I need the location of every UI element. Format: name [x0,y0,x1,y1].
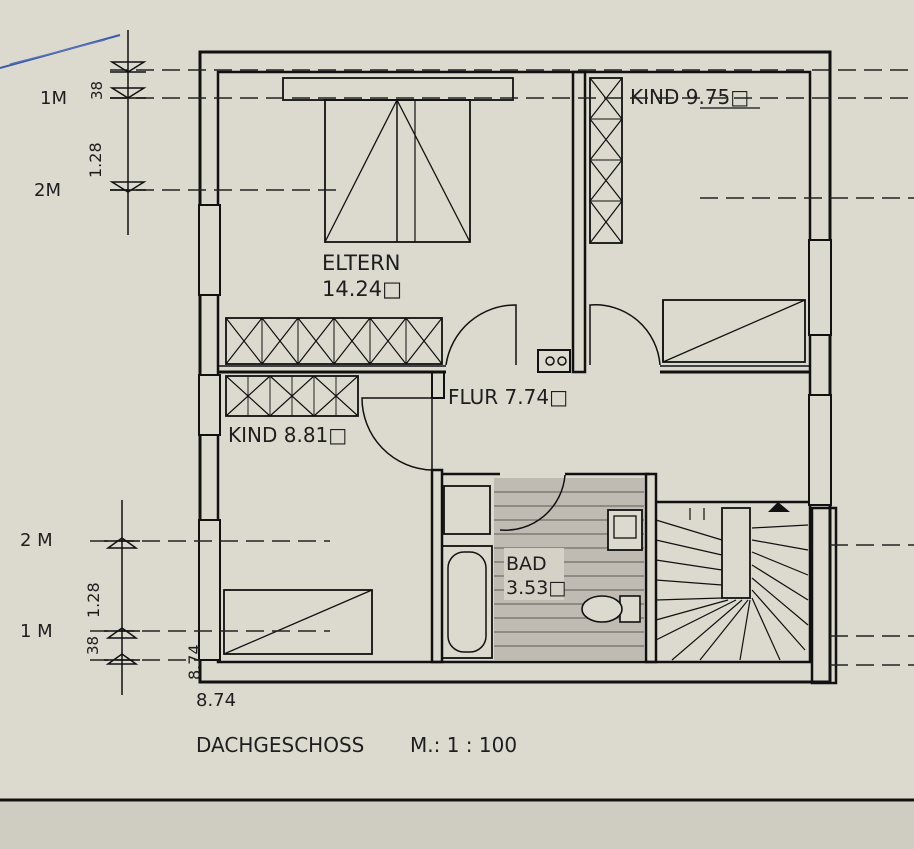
paper-lower [0,802,914,849]
bad-area: 3.53□ [506,577,566,599]
dim-right-874: 8.74 [185,644,204,680]
eltern-room: ELTERN 14.24□ [225,77,514,365]
kind-room-2: KIND 8.81□ [223,375,373,655]
tile-lines [494,491,644,647]
interior-walls [218,70,810,664]
double-bed-icon [324,99,471,243]
door-swing-icon [445,304,517,366]
wardrobe-icon [225,317,443,365]
pen-mark [9,39,106,65]
dim-bottom-2m: 2 M [20,530,53,551]
dimension-bottom [104,500,140,695]
eltern-label: ELTERN [322,251,400,275]
dim-top-128: 1.28 [86,142,105,178]
kind-room-1: KIND 9.75□ [589,77,806,363]
dimension-top [109,30,147,235]
outer-walls [198,50,838,685]
bed-icon [223,589,373,655]
dim-top-2m: 2M [34,180,61,201]
kind-2-label: KIND 8.81□ [228,423,347,447]
bad-label: BAD [506,553,547,575]
dim-bottom-128: 1.28 [84,582,103,618]
label-bg [504,548,564,600]
sink-icon [607,509,643,551]
arrow-up-icon [768,502,790,512]
wardrobe-icon [225,375,359,417]
staircase-icon [655,502,809,661]
door-swing-icon [589,304,661,366]
bathtub-icon [441,545,493,659]
door-swing-icon [361,397,433,471]
reference-lines [90,69,914,666]
bad: BAD 3.53□ [441,474,644,660]
dim-bottom-1m: 1 M [20,621,53,642]
flur-label: FLUR 7.74□ [448,385,568,409]
plan-title: DACHGESCHOSS [196,733,364,757]
eltern-area: 14.24□ [322,277,402,301]
door-swing-icon [499,474,566,531]
kind-1-label: KIND 9.75□ [630,85,749,109]
plan-scale: M.: 1 : 100 [410,733,517,757]
toilet-icon [581,595,641,623]
dim-top-1m: 1M [40,88,67,109]
dim-bottom-874: 8.74 [196,690,236,711]
paper [0,0,914,800]
bed-icon [662,299,806,363]
shower-icon [443,485,491,535]
dim-bottom-38: 38 [84,636,102,655]
flur: FLUR 7.74□ [361,304,661,471]
dim-top-38: 38 [88,81,106,100]
